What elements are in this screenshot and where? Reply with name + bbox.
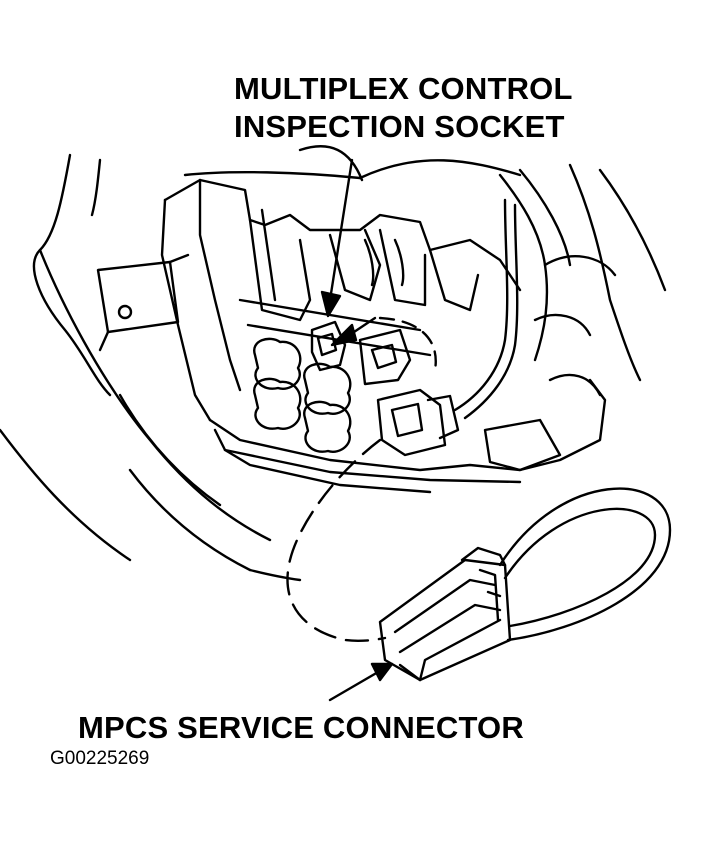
dashed-leader <box>287 318 435 641</box>
inspection-socket-label-line-1: MULTIPLEX CONTROL <box>234 71 573 106</box>
fuse-box <box>162 180 605 492</box>
figure-id: G00225269 <box>50 748 150 769</box>
relay-plugs <box>254 339 350 452</box>
service-connector-label: MPCS SERVICE CONNECTOR <box>78 710 524 745</box>
inspection-socket-label-line-2: INSPECTION SOCKET <box>234 109 565 144</box>
socket-arrow <box>322 160 375 345</box>
connector-arrow <box>330 664 392 700</box>
box-connectors <box>378 390 560 470</box>
inspection-socket <box>312 322 410 384</box>
mounting-bracket <box>98 255 188 350</box>
body-panel <box>0 146 520 580</box>
mpcs-service-connector <box>380 489 670 680</box>
wiring-harness <box>455 165 665 418</box>
